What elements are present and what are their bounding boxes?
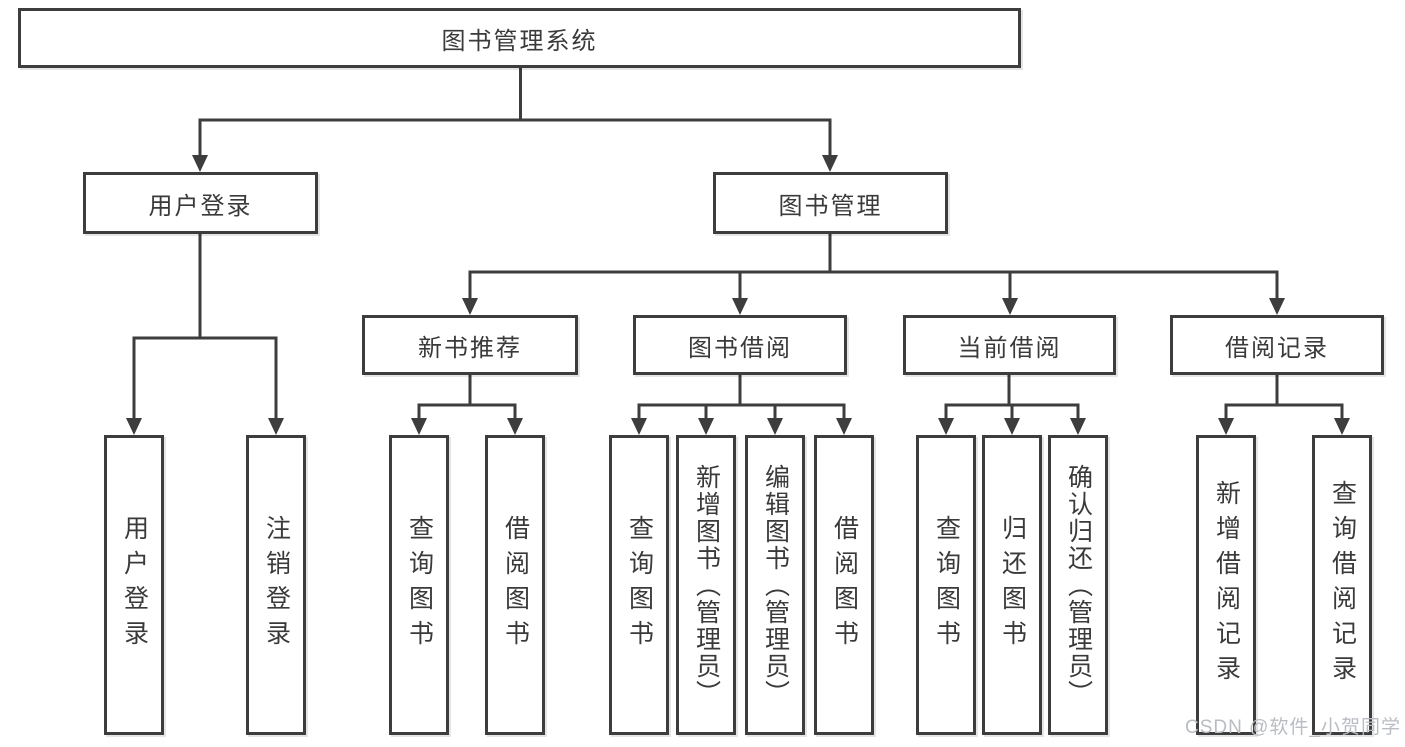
node-label: 借阅记录 xyxy=(1225,334,1329,362)
leaf-label: 查询图书 xyxy=(625,515,654,655)
leaf-confirm-return-admin: 确认归还（管理员） xyxy=(1048,435,1108,735)
node-label: 用户登录 xyxy=(148,192,253,220)
leaf-label: 借阅图书 xyxy=(830,515,859,655)
csdn-watermark: CSDN @软件_小贺同学 xyxy=(1185,717,1401,738)
leaf-add-books-admin: 新增图书（管理员） xyxy=(676,435,736,735)
node-current-borrowing: 当前借阅 xyxy=(903,315,1116,375)
node-user-login: 用户登录 xyxy=(83,172,318,234)
node-book-management: 图书管理 xyxy=(713,172,948,234)
leaf-query-borrow-record: 查询借阅记录 xyxy=(1312,435,1372,735)
node-label: 新书推荐 xyxy=(418,334,522,362)
node-book-borrowing: 图书借阅 xyxy=(633,315,847,375)
leaf-label: 新增借阅记录 xyxy=(1212,480,1241,690)
leaf-user-login: 用户登录 xyxy=(104,435,164,735)
leaf-label: 注销登录 xyxy=(262,515,291,655)
leaf-label: 确认归还（管理员） xyxy=(1064,463,1093,707)
leaf-query-books-2: 查询图书 xyxy=(609,435,669,735)
leaf-return-books: 归还图书 xyxy=(982,435,1042,735)
leaf-label: 新增图书（管理员） xyxy=(692,463,721,707)
leaf-label: 用户登录 xyxy=(120,515,149,655)
leaf-borrow-books-2: 借阅图书 xyxy=(814,435,874,735)
leaf-label: 查询图书 xyxy=(405,515,434,655)
node-library-management-system: 图书管理系统 xyxy=(18,8,1021,68)
leaf-label: 借阅图书 xyxy=(501,515,530,655)
leaf-edit-books-admin: 编辑图书（管理员） xyxy=(745,435,805,735)
leaf-label: 编辑图书（管理员） xyxy=(761,463,790,707)
node-label: 图书借阅 xyxy=(688,334,792,362)
leaf-logout: 注销登录 xyxy=(246,435,306,735)
leaf-label: 查询借阅记录 xyxy=(1328,480,1357,690)
node-borrowing-records: 借阅记录 xyxy=(1170,315,1384,375)
leaf-label: 查询图书 xyxy=(932,515,961,655)
leaf-query-books-3: 查询图书 xyxy=(916,435,976,735)
node-label: 图书管理系统 xyxy=(441,27,598,55)
leaf-borrow-books-1: 借阅图书 xyxy=(485,435,545,735)
leaf-label: 归还图书 xyxy=(998,515,1027,655)
node-new-book-recommendation: 新书推荐 xyxy=(362,315,578,375)
leaf-query-books-1: 查询图书 xyxy=(389,435,449,735)
leaf-add-borrow-record: 新增借阅记录 xyxy=(1196,435,1256,735)
node-label: 图书管理 xyxy=(778,192,883,220)
node-label: 当前借阅 xyxy=(957,334,1062,362)
